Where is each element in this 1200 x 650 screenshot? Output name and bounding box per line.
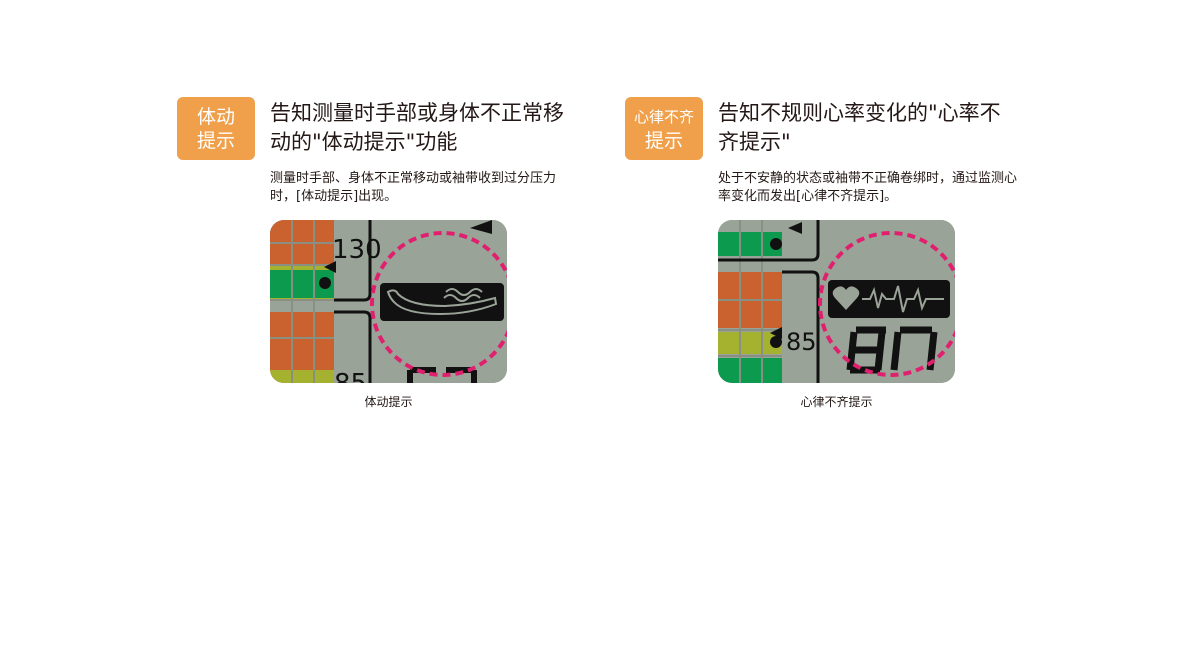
- feature-caption: 心律不齐提示: [800, 395, 873, 409]
- feature-caption: 体动提示: [364, 395, 413, 409]
- feature-description: 测量时手部、身体不正常移动或袖带收到过分压力时，[体动提示]出现。: [270, 171, 557, 204]
- highlight-circle: [370, 231, 507, 377]
- feature-badge: 心律不齐 提示: [625, 97, 703, 160]
- bar-orange-segment: [270, 220, 334, 242]
- lcd-display: 130 85: [270, 220, 507, 383]
- feature-title: 告知测量时手部或身体不正常移动的"体动提示"功能: [270, 101, 564, 154]
- feature-badge: 体动 提示: [177, 97, 255, 160]
- lcd-number: 85: [786, 328, 817, 356]
- feature-body-movement: 体动 提示 告知测量时手部或身体不正常移动的"体动提示"功能 测量时手部、身体不…: [177, 97, 577, 427]
- lcd-number-bottom: 85: [334, 369, 367, 383]
- badge-line1: 体动: [196, 105, 235, 128]
- heart-rhythm-icon: [828, 280, 950, 318]
- badge-line1: 心律不齐: [633, 107, 694, 126]
- lcd-display: 85: [718, 220, 955, 383]
- badge-line2: 提示: [196, 129, 235, 152]
- arm-movement-icon: [380, 283, 504, 321]
- lcd-image-body-movement: 130 85: [270, 220, 507, 383]
- feature-title: 告知不规则心率变化的"心率不齐提示": [718, 101, 1001, 154]
- badge-line2: 提示: [644, 129, 683, 152]
- lcd-image-irregular-heartbeat: 85: [718, 220, 955, 383]
- feature-irregular-heartbeat: 心律不齐 提示 告知不规则心率变化的"心率不齐提示" 处于不安静的状态或袖带不正…: [625, 97, 1025, 427]
- lcd-number-top: 130: [332, 235, 382, 265]
- feature-description: 处于不安静的状态或袖带不正确卷绑时，通过监测心率变化而发出[心律不齐提示]。: [718, 171, 1018, 204]
- highlight-circle: [818, 231, 955, 377]
